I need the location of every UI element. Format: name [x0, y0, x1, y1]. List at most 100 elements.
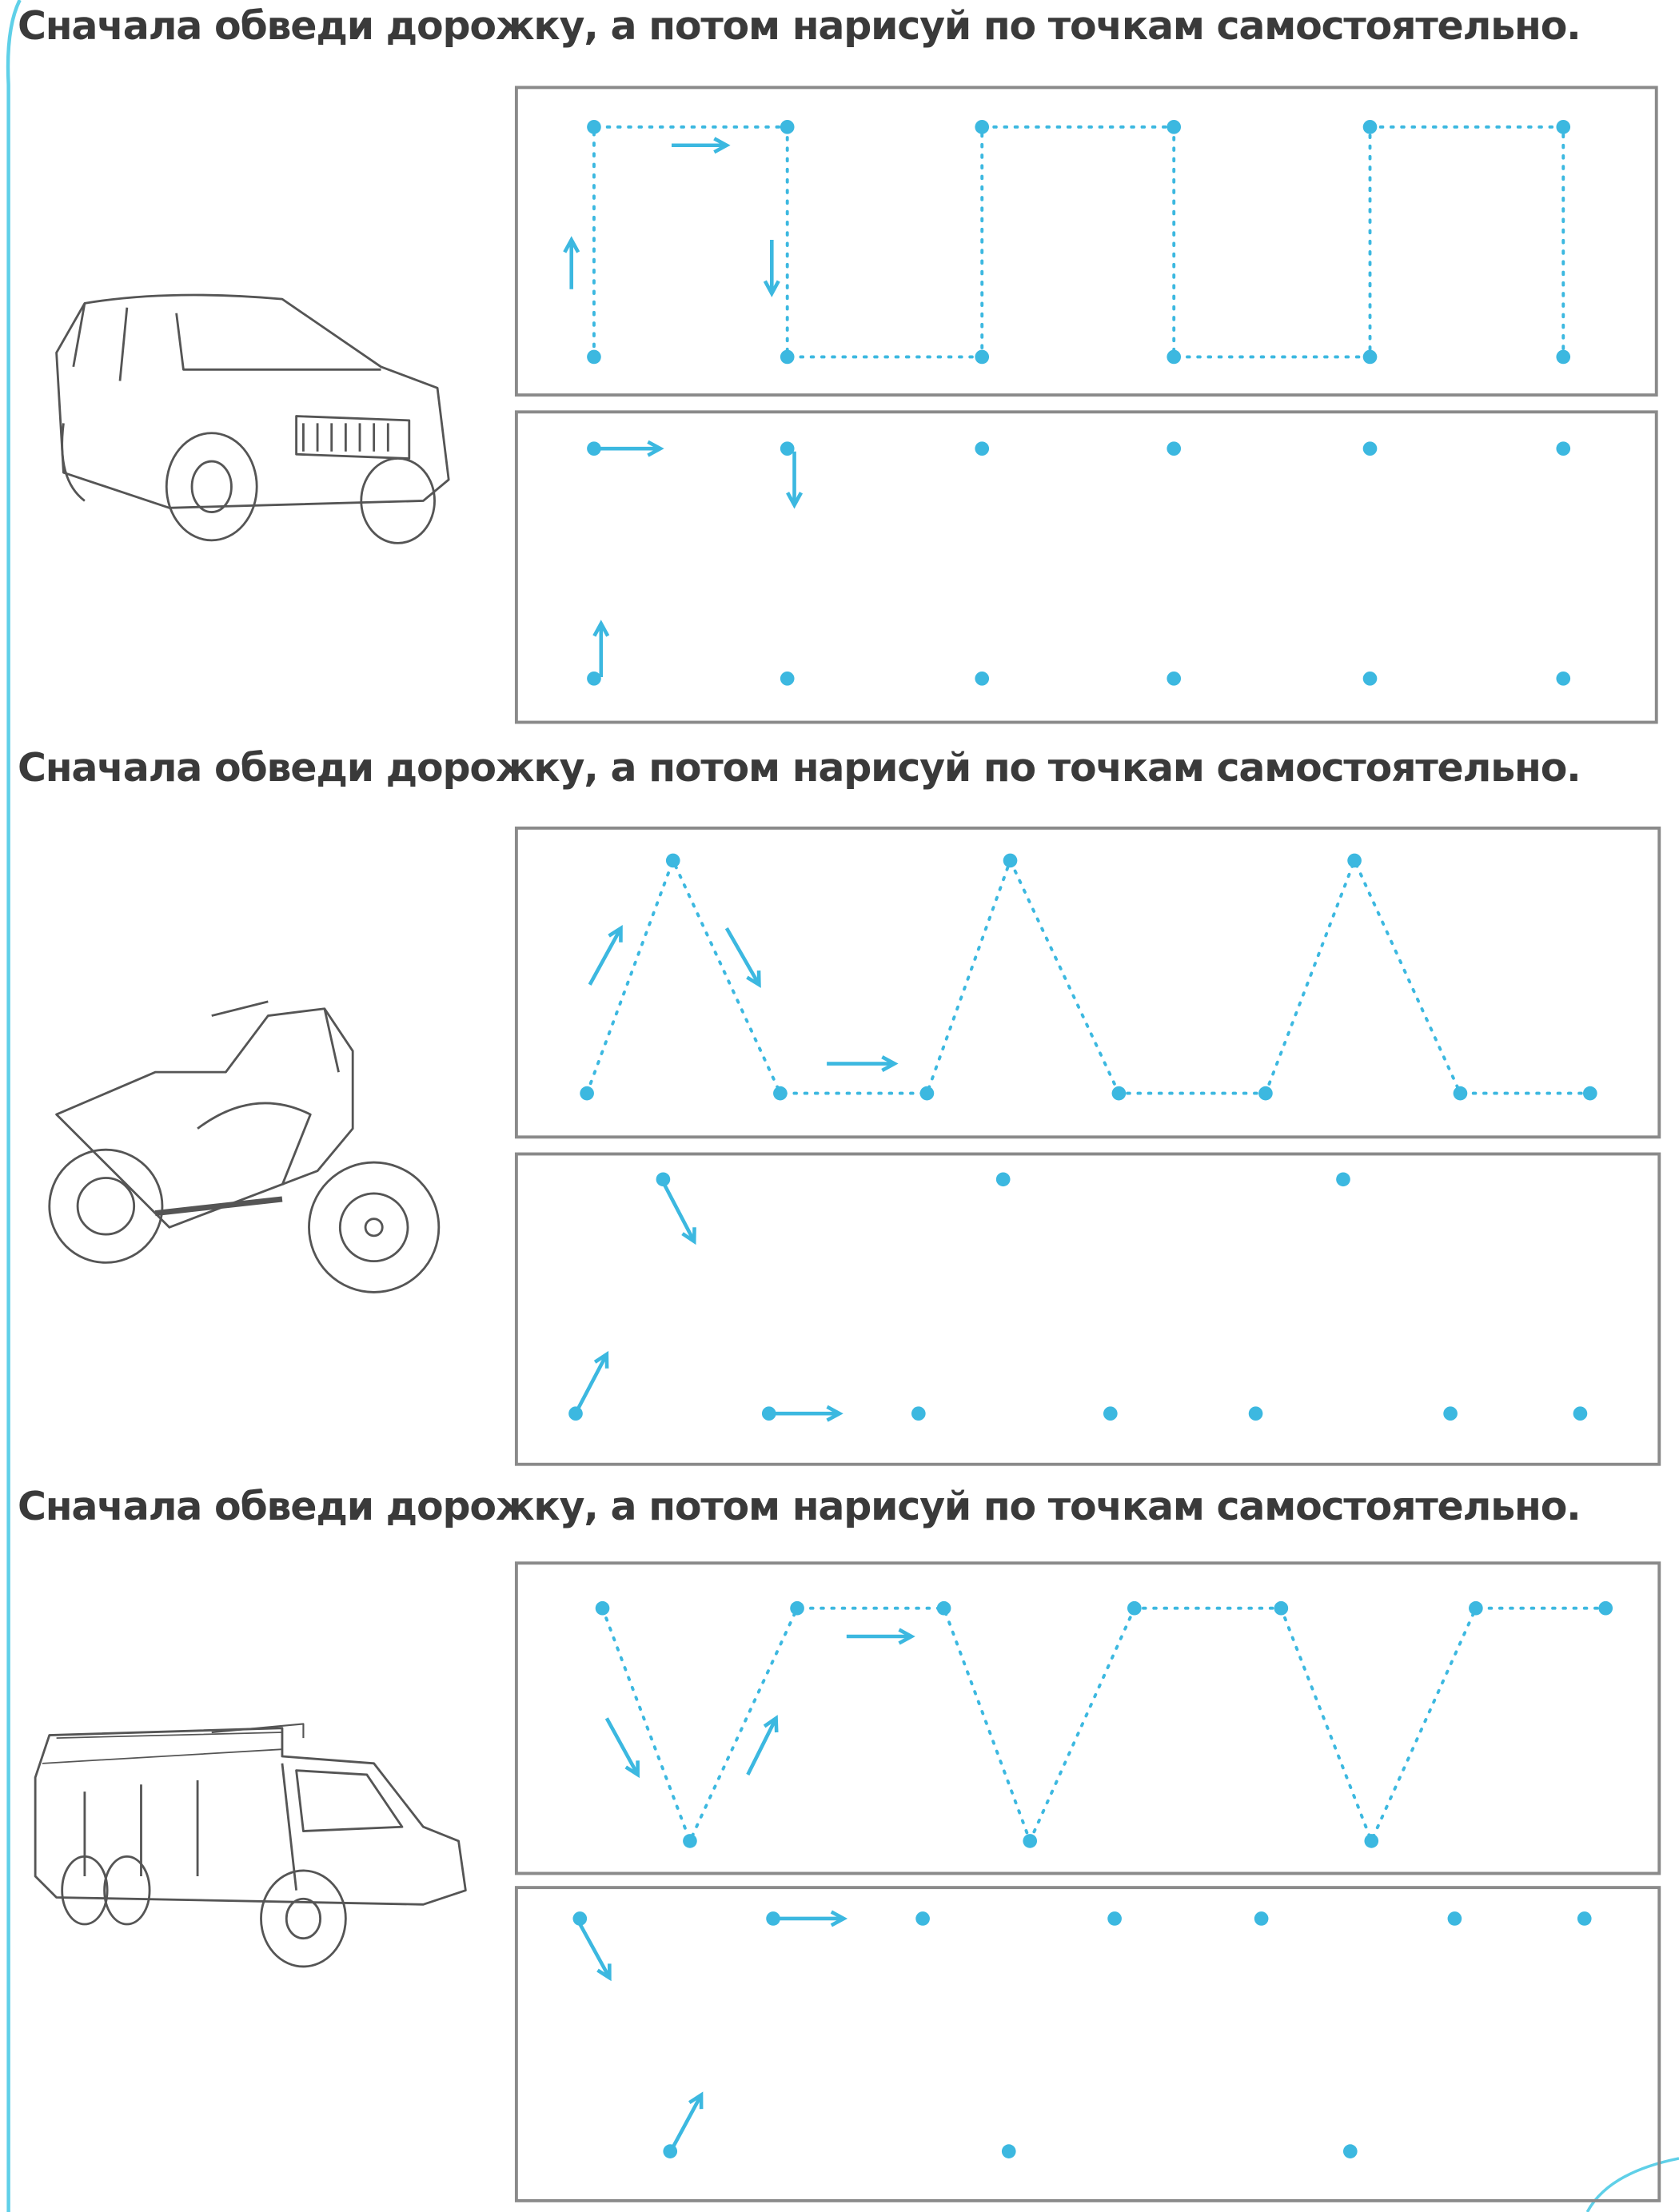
guide-dot — [665, 853, 680, 868]
direction-arrow-icon — [661, 1181, 696, 1242]
exercise-2-instruction: Сначала обведи дорожку, а потом нарисуй … — [18, 745, 1581, 791]
guide-dot — [1274, 1600, 1289, 1616]
arrow-head-icon — [624, 1760, 640, 1779]
practice-dot — [766, 1911, 780, 1926]
tracing-box — [514, 1561, 1661, 1875]
practice-dot — [1336, 1172, 1350, 1187]
dotted-trace-path — [600, 1606, 1608, 1846]
practice-dot — [975, 671, 990, 686]
guide-dot — [683, 1834, 697, 1848]
arrow-head-icon — [596, 1963, 612, 1982]
guide-dot — [1362, 119, 1378, 134]
practice-dot — [1342, 2144, 1358, 2158]
direction-arrow-icon — [746, 1717, 778, 1776]
guide-dot — [1598, 1600, 1613, 1616]
dotted-trace-path — [592, 125, 1565, 359]
practice-dot — [1254, 1911, 1269, 1926]
arrow-head-icon — [688, 2091, 704, 2110]
tracing-box — [514, 826, 1661, 1139]
practice-dot — [1556, 671, 1571, 686]
guide-dot — [1111, 1086, 1127, 1101]
arrow-head-icon — [786, 492, 804, 509]
practice-dot — [780, 671, 795, 686]
practice-dot — [780, 441, 795, 456]
suv-car-icon — [55, 293, 450, 544]
arrow-head-icon — [592, 620, 610, 637]
arrow-head-icon — [898, 1628, 915, 1645]
tracing-box — [514, 86, 1658, 397]
practice-dot — [568, 1406, 583, 1421]
practice-dot — [1556, 441, 1571, 456]
practice-dot — [587, 671, 601, 686]
guide-dot — [580, 1086, 594, 1101]
arrow-head-icon — [593, 1350, 609, 1369]
guide-dot — [780, 119, 795, 134]
guide-dot — [1362, 349, 1378, 365]
practice-dot — [1447, 1911, 1462, 1926]
practice-box — [514, 1152, 1661, 1466]
page-corner-curve — [1585, 2157, 1679, 2212]
direction-arrow-icon — [724, 927, 761, 986]
guide-dot — [1167, 349, 1182, 365]
guide-dot — [587, 119, 601, 134]
guide-dot — [1556, 349, 1571, 365]
fire-truck-icon — [34, 1723, 467, 1968]
guide-dot — [780, 349, 795, 365]
practice-dot — [656, 1172, 671, 1187]
arrow-head-icon — [563, 236, 580, 253]
guide-dot — [919, 1086, 935, 1101]
arrow-head-icon — [647, 440, 664, 457]
guide-dot — [1023, 1834, 1038, 1848]
arrow-head-icon — [608, 924, 623, 943]
guide-dot — [975, 349, 990, 365]
arrow-head-icon — [881, 1055, 899, 1073]
practice-box — [514, 410, 1658, 724]
guide-dot — [587, 349, 601, 365]
exercise-1-instruction: Сначала обведи дорожку, а потом нарисуй … — [18, 3, 1581, 49]
practice-dot — [663, 2144, 678, 2158]
guide-dot — [1347, 853, 1362, 868]
practice-dot — [1577, 1911, 1592, 1926]
arrow-head-icon — [830, 1910, 848, 1927]
guide-dot — [1167, 119, 1182, 134]
direction-arrow-icon — [576, 1353, 608, 1409]
practice-dot — [1167, 441, 1182, 456]
practice-dot — [995, 1172, 1011, 1187]
guide-dot — [1364, 1834, 1379, 1848]
practice-dot — [1362, 441, 1378, 456]
direction-arrow-icon — [576, 1920, 612, 1979]
guide-dot — [1127, 1600, 1142, 1616]
practice-dot — [915, 1911, 930, 1926]
arrow-head-icon — [746, 970, 761, 988]
arrow-head-icon — [763, 280, 780, 297]
direction-arrow-icon — [671, 2094, 704, 2148]
motorcycle-icon — [48, 1000, 441, 1293]
practice-dot — [761, 1406, 776, 1421]
guide-dot — [1003, 853, 1018, 868]
dotted-trace-path — [585, 856, 1592, 1095]
practice-dot — [572, 1911, 588, 1926]
page-border-curve — [6, 0, 22, 2212]
practice-dot — [587, 441, 601, 456]
direction-arrow-icon — [604, 1717, 640, 1776]
arrow-head-icon — [681, 1227, 696, 1245]
practice-dot — [1362, 671, 1378, 686]
guide-dot — [1469, 1600, 1483, 1616]
guide-dot — [1453, 1086, 1468, 1101]
guide-dot — [1556, 119, 1571, 134]
practice-dot — [1248, 1406, 1263, 1421]
guide-dot — [595, 1600, 610, 1616]
direction-arrow-icon — [588, 927, 623, 986]
guide-dot — [773, 1086, 788, 1101]
practice-box — [514, 1886, 1661, 2202]
practice-dot — [1573, 1406, 1588, 1421]
practice-dot — [1443, 1406, 1458, 1421]
practice-dot — [975, 441, 990, 456]
arrow-head-icon — [826, 1405, 843, 1422]
exercise-3-instruction: Сначала обведи дорожку, а потом нарисуй … — [18, 1484, 1581, 1529]
arrow-head-icon — [713, 137, 731, 154]
practice-dot — [1001, 2144, 1016, 2158]
arrow-head-icon — [763, 1715, 779, 1733]
guide-dot — [975, 119, 990, 134]
